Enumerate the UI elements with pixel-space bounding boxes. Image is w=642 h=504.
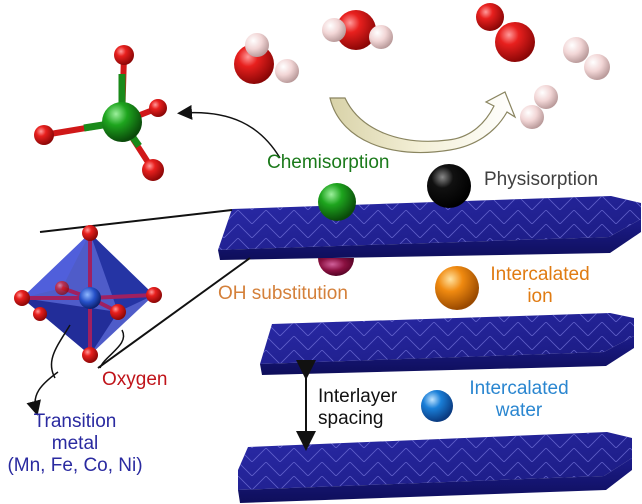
intercalated-ion-line2: ion [527,286,553,307]
water-molecule-1 [234,33,299,84]
oh-substitution-group [318,258,354,276]
chemisorption-arrow [177,104,281,159]
layer-middle [260,313,634,375]
intercalated-ion-line1: Intercalated [490,264,590,285]
oxygen-pointer [99,329,125,369]
label-oh-substitution: OH substitution [218,283,348,305]
label-intercalated-ion: Intercalated ion [485,264,595,308]
zoom-line-bottom [97,257,251,369]
transition-metal-atom [79,287,101,309]
label-interlayer-spacing: Interlayer spacing [318,386,397,430]
oh-substitution-text: OH substitution [218,283,348,304]
label-oxygen: Oxygen [102,369,167,391]
layer-top [218,196,641,260]
chemisorbed-atom [318,183,356,221]
physisorption-text: Physisorption [484,169,599,190]
physisorbed-atom [427,164,471,208]
transition-metal-line2: metal [51,433,99,454]
oxygen-molecule [476,3,535,62]
zoom-line-top [39,209,233,233]
intercalated-water-line1: Intercalated [469,378,569,399]
oxygen-atom [82,225,98,241]
label-intercalated-water: Intercalated water [464,378,574,422]
intercalated-water-line2: water [495,400,543,421]
oxygen-text: Oxygen [102,369,168,390]
layer-bottom [238,432,632,503]
interlayer-line1: Interlayer [318,386,398,407]
transition-metal-pointer [50,324,71,379]
hydrogen-molecule-1 [563,37,610,80]
octahedron [14,225,162,363]
transition-metal-line3: (Mn, Fe, Co, Ni) [7,455,143,476]
label-transition-metal: Transition metal (Mn, Fe, Co, Ni) [0,411,150,477]
label-physisorption: Physisorption [484,169,598,191]
intercalated-ion-atom [435,266,479,310]
process-arrow [329,91,517,154]
water-molecule-2 [322,10,393,50]
hydrogen-molecule-2 [520,85,558,129]
interlayer-line2: spacing [318,408,384,429]
intercalated-water-atom [421,390,453,422]
transition-metal-line1: Transition [33,411,117,432]
chemisorption-text: Chemisorption [267,152,390,173]
label-chemisorption: Chemisorption [267,152,390,174]
chemisorbed-molecule [34,45,167,181]
